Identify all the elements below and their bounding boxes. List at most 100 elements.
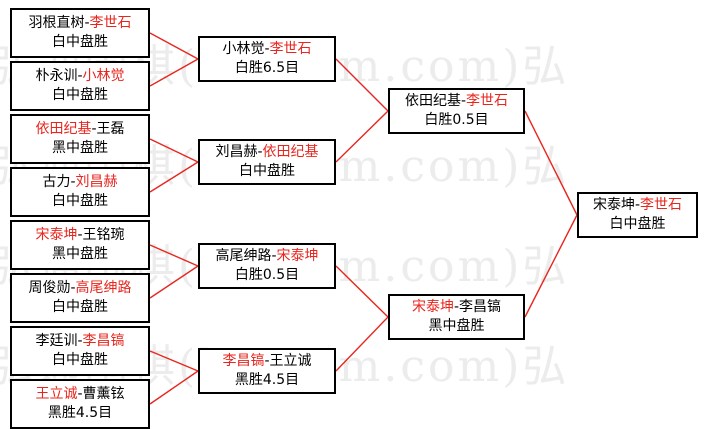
player-name: 小林觉 <box>222 41 265 57</box>
connector-r1m6-r2m3 <box>149 265 199 299</box>
player-name: 李世石 <box>269 41 312 57</box>
player-name: 古力 <box>42 174 71 190</box>
match-result: 白胜0.5目 <box>234 267 300 283</box>
match-box-final: 宋泰坤-李世石白中盘胜 <box>577 192 698 238</box>
match-result: 白中盘胜 <box>52 193 108 209</box>
match-players: 宋泰坤-王铭琬 <box>35 226 124 245</box>
match-result: 白中盘胜 <box>52 87 108 103</box>
connector-r1m5-r2m3 <box>149 244 199 267</box>
player-name: 高尾绅路 <box>75 280 132 296</box>
versus-dash: - <box>77 227 83 243</box>
match-players: 小林觉-李世石 <box>222 40 311 59</box>
player-name: 依田纪基 <box>262 144 319 160</box>
match-players: 周俊勋-高尾绅路 <box>28 279 131 298</box>
match-players: 依田纪基-王磊 <box>35 120 124 139</box>
match-box-r1m2: 朴永训-小林觉白中盘胜 <box>10 61 150 111</box>
match-box-r2m4: 李昌镐-王立诚黑胜4.5目 <box>198 348 336 394</box>
match-players: 朴永训-小林觉 <box>35 67 124 86</box>
match-box-r3m2: 宋泰坤-李昌镐黑中盘胜 <box>388 294 525 340</box>
match-box-r1m8: 王立诚-曹薰铉黑胜4.5目 <box>10 379 150 429</box>
player-name: 刘昌赫 <box>215 144 258 160</box>
versus-dash: - <box>77 68 83 84</box>
connector-r1m3-r2m2 <box>149 138 199 163</box>
match-box-r3m1: 依田纪基-李世石白胜0.5目 <box>388 88 525 134</box>
match-players: 依田纪基-李世石 <box>405 92 508 111</box>
match-players: 羽根直树-李世石 <box>28 14 131 33</box>
match-result: 黑中盘胜 <box>52 140 108 156</box>
player-name: 王立诚 <box>35 386 78 402</box>
player-name: 李世石 <box>89 15 132 31</box>
player-name: 周俊勋 <box>28 280 71 296</box>
match-box-r1m6: 周俊勋-高尾绅路白中盘胜 <box>10 273 150 323</box>
player-name: 李昌镐 <box>82 333 125 349</box>
match-players: 高尾绅路-宋泰坤 <box>215 247 318 266</box>
match-box-r1m3: 依田纪基-王磊黑中盘胜 <box>10 114 150 164</box>
player-name: 王铭琬 <box>82 227 125 243</box>
match-box-r1m4: 古力-刘昌赫白中盘胜 <box>10 167 150 217</box>
match-result: 白中盘胜 <box>52 352 108 368</box>
player-name: 依田纪基 <box>404 93 461 109</box>
versus-dash: - <box>453 299 460 315</box>
match-players: 刘昌赫-依田纪基 <box>215 143 318 162</box>
player-name: 高尾绅路 <box>215 248 272 264</box>
versus-dash: - <box>271 248 277 264</box>
versus-dash: - <box>460 93 467 109</box>
versus-dash: - <box>264 41 270 57</box>
versus-dash: - <box>84 15 90 31</box>
match-result: 黑胜4.5目 <box>47 405 113 421</box>
connector-r1m4-r2m2 <box>149 161 199 193</box>
player-name: 王磊 <box>96 121 125 137</box>
match-box-r2m3: 高尾绅路-宋泰坤白胜0.5目 <box>198 243 336 289</box>
match-result: 白胜6.5目 <box>234 60 300 76</box>
versus-dash: - <box>77 333 83 349</box>
connector-r3m1-final <box>524 110 578 216</box>
connector-r1m2-r2m1 <box>149 58 199 87</box>
versus-dash: - <box>77 386 83 402</box>
connector-r3m2-final <box>524 214 578 318</box>
match-players: 古力-刘昌赫 <box>42 173 117 192</box>
match-box-r2m2: 刘昌赫-依田纪基白中盘胜 <box>198 139 336 185</box>
player-name: 李昌镐 <box>459 299 502 315</box>
connector-r1m1-r2m1 <box>149 32 199 60</box>
versus-dash: - <box>257 144 263 160</box>
player-name: 曹薰铉 <box>82 386 125 402</box>
connector-r2m3-r3m2 <box>335 265 389 318</box>
match-result: 黑胜4.5目 <box>234 372 300 388</box>
player-name: 朴永训 <box>35 68 78 84</box>
player-name: 小林觉 <box>82 68 125 84</box>
match-box-r2m1: 小林觉-李世石白胜6.5目 <box>198 36 336 82</box>
versus-dash: - <box>634 197 641 213</box>
player-name: 刘昌赫 <box>75 174 118 190</box>
match-box-r1m7: 李廷训-李昌镐白中盘胜 <box>10 326 150 376</box>
match-result: 白中盘胜 <box>52 299 108 315</box>
connector-r2m2-r3m1 <box>335 110 389 163</box>
match-result: 黑中盘胜 <box>428 318 485 334</box>
player-name: 李世石 <box>466 93 509 109</box>
player-name: 王立诚 <box>269 353 312 369</box>
match-players: 李廷训-李昌镐 <box>35 332 124 351</box>
player-name: 羽根直树 <box>28 15 85 31</box>
player-name: 宋泰坤 <box>411 299 454 315</box>
versus-dash: - <box>70 280 76 296</box>
player-name: 李廷训 <box>35 333 78 349</box>
versus-dash: - <box>70 174 76 190</box>
match-result: 黑中盘胜 <box>52 246 108 262</box>
connector-r1m8-r2m4 <box>149 370 199 405</box>
player-name: 宋泰坤 <box>35 227 78 243</box>
match-players: 王立诚-曹薰铉 <box>35 385 124 404</box>
player-name: 宋泰坤 <box>592 197 635 213</box>
match-players: 宋泰坤-李昌镐 <box>412 298 501 317</box>
player-name: 李世石 <box>640 197 683 213</box>
match-box-r1m1: 羽根直树-李世石白中盘胜 <box>10 8 150 58</box>
match-players: 宋泰坤-李世石 <box>593 196 682 215</box>
connector-r2m4-r3m2 <box>335 316 389 372</box>
match-result: 白中盘胜 <box>609 216 666 232</box>
connector-r1m7-r2m4 <box>149 350 199 372</box>
connector-r2m1-r3m1 <box>335 58 389 112</box>
player-name: 李昌镐 <box>222 353 265 369</box>
player-name: 宋泰坤 <box>276 248 319 264</box>
match-box-r1m5: 宋泰坤-王铭琬黑中盘胜 <box>10 220 150 270</box>
versus-dash: - <box>264 353 270 369</box>
versus-dash: - <box>91 121 97 137</box>
match-result: 白中盘胜 <box>52 34 108 50</box>
